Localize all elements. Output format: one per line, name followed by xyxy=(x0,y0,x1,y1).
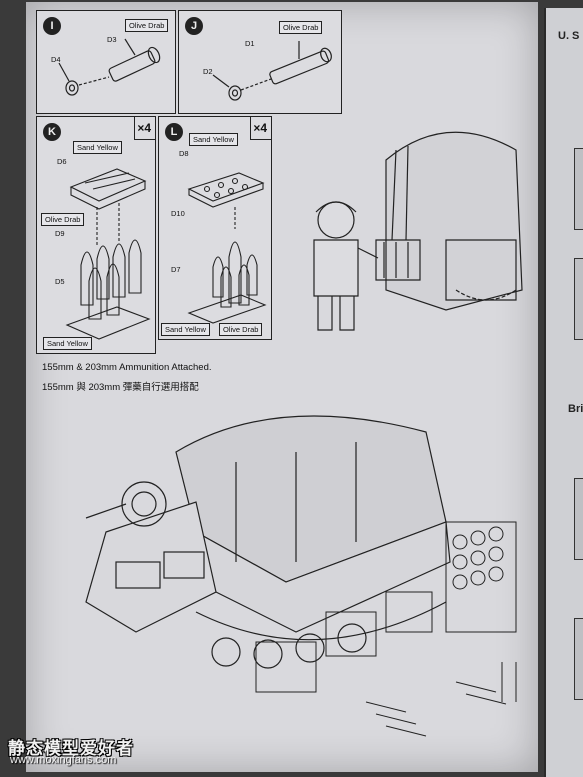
step-l-multiplier: ×4 xyxy=(253,121,267,135)
crane-loading-illustration xyxy=(313,131,523,331)
instruction-sheet: I Olive Drab D3 D4 J Olive Drab D1 D2 xyxy=(26,2,538,772)
step-i-drawing xyxy=(58,38,161,96)
caption-chinese: 155mm 與 203mm 彈藥自行選用搭配 xyxy=(42,382,199,393)
step-i-paint-tag: Olive Drab xyxy=(125,19,169,32)
next-page-thumb-1 xyxy=(574,148,583,230)
part-d6-label: D6 xyxy=(57,157,67,166)
step-k-box: K ×4 Sand Yellow D6 Olive Drab D9 D5 San… xyxy=(36,116,156,354)
step-j-badge: J xyxy=(185,17,203,35)
part-d7-label: D7 xyxy=(171,265,181,274)
caption-english: 155mm & 203mm Ammunition Attached. xyxy=(42,362,212,373)
step-l-multiplier-box xyxy=(250,117,271,140)
step-l-paint-left: Sand Yellow xyxy=(161,323,210,336)
step-i-box: I Olive Drab D3 D4 xyxy=(36,10,176,114)
step-k-multiplier-box xyxy=(134,117,155,140)
next-page-title: U. S xyxy=(558,30,580,42)
tracked-vehicle-illustration xyxy=(85,415,517,737)
step-k-paint-bottom: Sand Yellow xyxy=(43,337,92,350)
part-d9-label: D9 xyxy=(55,229,65,238)
next-page-thumb-4 xyxy=(574,618,583,700)
part-d4-label: D4 xyxy=(51,55,61,64)
step-l-drawing xyxy=(187,172,267,324)
next-page-section: Brit xyxy=(568,403,583,415)
step-k-drawing xyxy=(65,168,151,340)
part-d1-label: D1 xyxy=(245,39,255,48)
step-j-paint-tag: Olive Drab xyxy=(279,21,323,34)
next-page-edge: U. S Brit xyxy=(544,8,583,777)
watermark-chinese: 静态模型爱好者 xyxy=(8,739,134,758)
step-j-box: J Olive Drab D1 D2 xyxy=(178,10,342,114)
step-k-multiplier: ×4 xyxy=(137,121,151,135)
step-l-paint-right: Olive Drab xyxy=(219,323,263,336)
step-k-badge: K xyxy=(43,123,61,141)
part-d10-label: D10 xyxy=(171,209,185,218)
part-d3-label: D3 xyxy=(107,35,117,44)
step-j-drawing xyxy=(212,41,332,101)
step-l-box: L ×4 Sand Yellow D8 D10 D7 Sand Yellow O… xyxy=(158,116,272,340)
watermark-url: www.moxingfans.com xyxy=(10,754,117,766)
next-page-thumb-2 xyxy=(574,258,583,340)
part-d8-label: D8 xyxy=(179,149,189,158)
next-page-thumb-3 xyxy=(574,478,583,560)
step-k-paint-mid: Olive Drab xyxy=(41,213,85,226)
step-i-badge: I xyxy=(43,17,61,35)
step-l-badge: L xyxy=(165,123,183,141)
part-d2-label: D2 xyxy=(203,67,213,76)
step-l-paint-top: Sand Yellow xyxy=(189,133,238,146)
part-d5-label: D5 xyxy=(55,277,65,286)
step-k-paint-top: Sand Yellow xyxy=(73,141,122,154)
